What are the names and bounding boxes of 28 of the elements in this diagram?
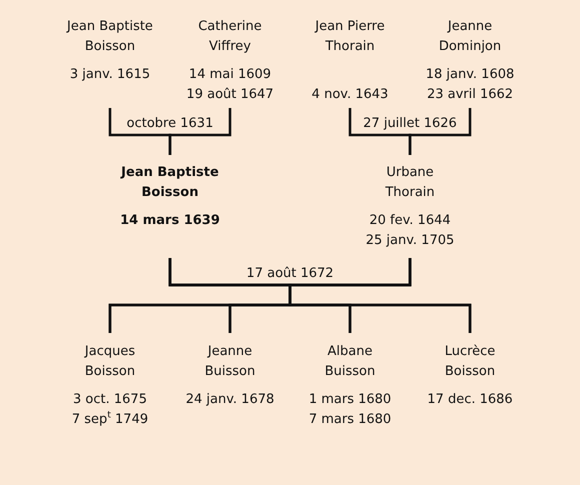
life-date: 17 dec. 1686 (427, 391, 513, 409)
person-name: Jean Baptiste Boisson (65, 18, 154, 56)
life-date: 7 mars 1680 (308, 411, 392, 429)
life-date: 4 nov. 1643 (312, 86, 388, 104)
person-name: Lucrèce Boisson (444, 343, 496, 381)
life-date: 1 mars 1680 (308, 391, 392, 409)
family-connector (288, 258, 472, 333)
person-name: Jean Baptiste Boisson (119, 164, 220, 202)
person-name: Jeanne Buisson (204, 343, 256, 381)
person-name: Albane Buisson (324, 343, 376, 381)
life-date: 3 janv. 1615 (70, 66, 150, 84)
family-connector (408, 108, 472, 155)
life-date: 3 oct. 1675 (73, 391, 147, 409)
life-date: 24 janv. 1678 (186, 391, 274, 409)
life-date: 19 août 1647 (186, 86, 274, 104)
life-date: 7 sep$^{t}$ 1749 (72, 410, 148, 429)
person-name: Jean Pierre Thorain (314, 18, 386, 56)
life-date: 14 mai 1609 (188, 66, 272, 84)
life-date: 25 janv. 1705 (366, 232, 454, 250)
family-connector (168, 108, 232, 155)
person-name: Catherine Viffrey (197, 18, 263, 56)
person-name: Jeanne Dominjon (438, 18, 502, 56)
life-date: 20 fev. 1644 (369, 212, 451, 230)
person-name: Jacques Boisson (83, 343, 136, 381)
person-name: Urbane Thorain (384, 164, 436, 202)
life-date: 18 janv. 1608 (426, 66, 514, 84)
life-date: 14 mars 1639 (120, 212, 220, 230)
life-date: 23 avril 1662 (426, 86, 514, 104)
